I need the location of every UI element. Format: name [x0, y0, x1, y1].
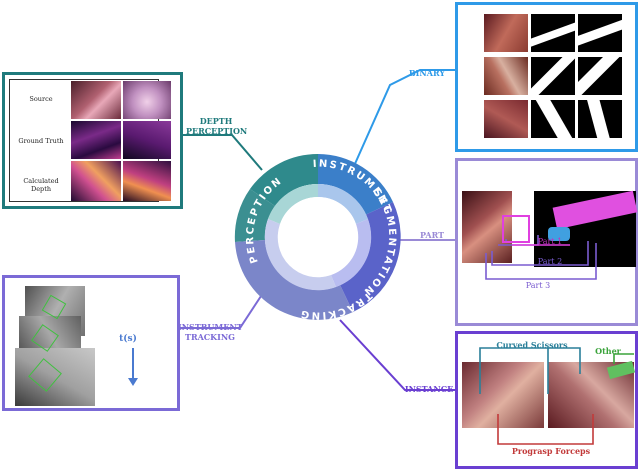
label-part: PART	[419, 230, 445, 240]
depth-img-gt-2	[123, 121, 171, 159]
binary-mask-3a	[531, 100, 575, 138]
ring-inner-segmentation	[331, 219, 372, 287]
tracking-connector	[180, 289, 266, 329]
label-depth-perception: DEPTH PERCEPTION	[186, 116, 248, 136]
ring-seg-tracking-outer	[235, 240, 353, 320]
instance-panel: Curved Scissors Other Prograsp Forceps	[455, 331, 638, 469]
depth-img-calc-2	[123, 161, 171, 201]
binary-mask-2b	[578, 57, 622, 95]
instance-img-1	[462, 362, 544, 428]
binary-connector	[349, 69, 455, 176]
instance-tag-prograsp-forceps: Prograsp Forceps	[511, 446, 591, 456]
ring-inner-depth	[268, 183, 318, 224]
depth-panel: Source Ground Truth Calculated Depth	[2, 72, 183, 209]
depth-img-source-1	[71, 81, 121, 119]
depth-img-source-2	[123, 81, 171, 119]
depth-row-ground-truth: Ground Truth	[18, 137, 64, 145]
depth-img-gt-1	[71, 121, 121, 159]
label-instrument-tracking: INSTRUMENT TRACKING	[178, 322, 243, 342]
depth-row-source: Source	[29, 95, 53, 103]
ring-seg-perception-outer2	[234, 189, 275, 242]
part-label-2: Part 2	[537, 257, 563, 266]
tracking-time-arrow	[128, 348, 138, 386]
ring-seg-perception-outer	[250, 153, 318, 206]
tracking-time-label: t(s)	[119, 334, 137, 344]
part-mask-image	[534, 190, 638, 267]
ring-seg-instrument-outer	[318, 154, 393, 215]
binary-src-2	[484, 57, 528, 95]
label-binary: BINARY	[408, 68, 446, 78]
instance-arrows	[479, 347, 634, 445]
binary-mask-1a	[531, 14, 575, 52]
part-highlight-box	[502, 215, 530, 243]
label-instance: INSTANCE	[404, 384, 454, 394]
binary-mask-2a	[531, 57, 575, 95]
binary-panel	[455, 2, 638, 152]
binary-src-3	[484, 100, 528, 138]
binary-src-1	[484, 14, 528, 52]
ring-inner-instrument	[318, 183, 368, 224]
binary-mask-1b	[578, 14, 622, 52]
part-label-3: Part 3	[525, 281, 551, 290]
instance-tag-other: Other	[595, 346, 621, 356]
part-panel: Part 1 Part 2 Part 3	[455, 158, 638, 326]
ring-seg-segmentation-outer	[340, 202, 401, 312]
binary-mask-3b	[578, 100, 622, 138]
ring-inner-tracking	[264, 219, 336, 291]
tracking-frame-3	[15, 348, 95, 406]
instance-tag-curved-scissors: Curved Scissors	[496, 340, 568, 350]
depth-img-calc-1	[71, 161, 121, 201]
tracking-panel: t(s)	[2, 275, 180, 411]
instance-connector	[339, 319, 455, 391]
part-label-1: Part 1	[537, 237, 563, 246]
part-mask-tip	[548, 227, 570, 241]
depth-connector	[183, 134, 263, 171]
depth-row-calculated: Calculated Depth	[23, 177, 59, 193]
part-arrows	[485, 235, 597, 280]
